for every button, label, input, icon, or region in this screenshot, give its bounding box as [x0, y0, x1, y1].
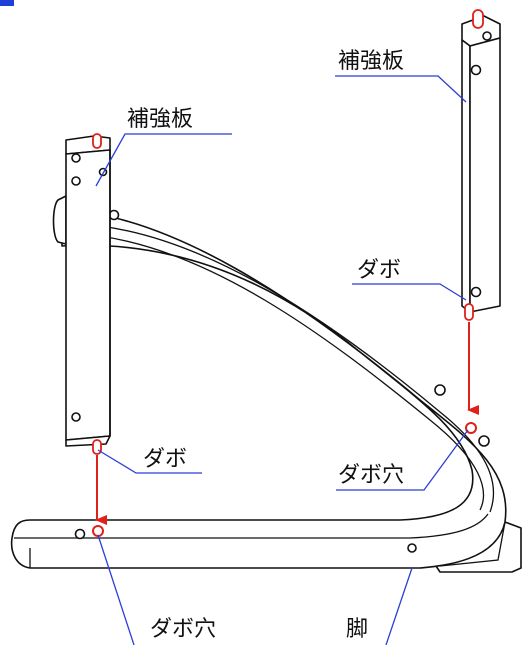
leg-hole-2	[434, 384, 446, 396]
leg-hole-3	[478, 435, 490, 447]
label-dowel-hole-bottom: ダボ穴	[150, 617, 216, 642]
leader-plate-right	[335, 75, 467, 103]
right-plate-hole-top	[482, 31, 492, 41]
dowel-hole-bottom-marker	[92, 525, 104, 537]
leg-hole-4	[108, 209, 120, 221]
label-reinforcement-plate-right: 補強板	[338, 49, 404, 74]
label-dowel-hole-right: ダボ穴	[338, 463, 404, 488]
label-leg: 脚	[346, 617, 368, 642]
right-plate-dowel-bottom	[464, 303, 474, 321]
leg-frame	[10, 209, 522, 573]
left-plate-dowel-top	[92, 133, 102, 149]
label-dowel-right: ダボ	[357, 258, 401, 283]
leader-leg	[385, 567, 413, 645]
dowel-hole-right-marker	[465, 422, 477, 434]
leader-dowel-left	[97, 449, 202, 474]
leader-dowel-hole-right	[336, 429, 469, 491]
leader-plate-left	[95, 133, 232, 187]
left-plate-hole-top	[71, 153, 81, 163]
label-reinforcement-plate-left: 補強板	[127, 107, 193, 132]
right-reinforcement-plate	[461, 15, 501, 313]
left-plate-dowel-bottom	[92, 439, 102, 455]
corner-marker	[0, 0, 14, 6]
leg-hole-1	[74, 528, 86, 540]
leader-dowel-hole-bottom	[97, 534, 135, 645]
leg-hole-5	[407, 543, 417, 553]
left-plate-hole-mid	[71, 176, 81, 186]
label-dowel-left: ダボ	[143, 447, 187, 472]
right-plate-hole-upper	[470, 64, 482, 76]
left-plate-hole-low	[71, 412, 81, 422]
leader-dowel-right	[352, 283, 467, 301]
right-plate-hole-lower	[470, 286, 482, 298]
left-reinforcement-plate	[52, 135, 111, 447]
right-plate-dowel-top	[472, 9, 484, 29]
